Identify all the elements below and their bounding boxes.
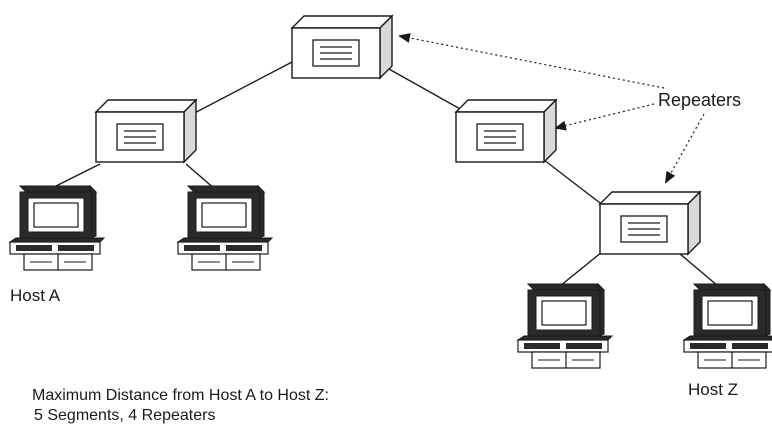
host-z-label: Host Z <box>688 380 739 399</box>
segment-top-left <box>184 61 293 119</box>
segment-right-bottom <box>543 159 605 207</box>
host-a-label: Host A <box>10 286 61 305</box>
callout-arrow-right <box>554 103 655 131</box>
host-a-computer <box>9 185 105 271</box>
host-left-2-computer <box>177 185 273 271</box>
caption-line-1: Maximum Distance from Host A to Host Z: <box>32 387 329 404</box>
segment-bottom-hostz <box>679 253 719 287</box>
repeater-bottom-right <box>599 191 701 255</box>
caption-line-2: 5 Segments, 4 Repeaters <box>34 407 216 424</box>
repeater-top <box>291 15 393 79</box>
repeater-left <box>95 99 197 163</box>
diagram-caption: Maximum Distance from Host A to Host Z: … <box>32 386 329 426</box>
callout-arrow-top <box>398 33 665 89</box>
repeater-right <box>455 99 557 163</box>
segment-bottom-hostz-left <box>559 251 603 287</box>
repeater-callouts <box>398 33 705 184</box>
host-z-computer <box>683 283 772 369</box>
callout-arrow-bottom <box>665 113 705 184</box>
segments <box>47 61 719 287</box>
segment-top-right <box>379 63 463 111</box>
repeaters-label: Repeaters <box>658 90 742 110</box>
host-right-1-computer <box>517 283 613 369</box>
